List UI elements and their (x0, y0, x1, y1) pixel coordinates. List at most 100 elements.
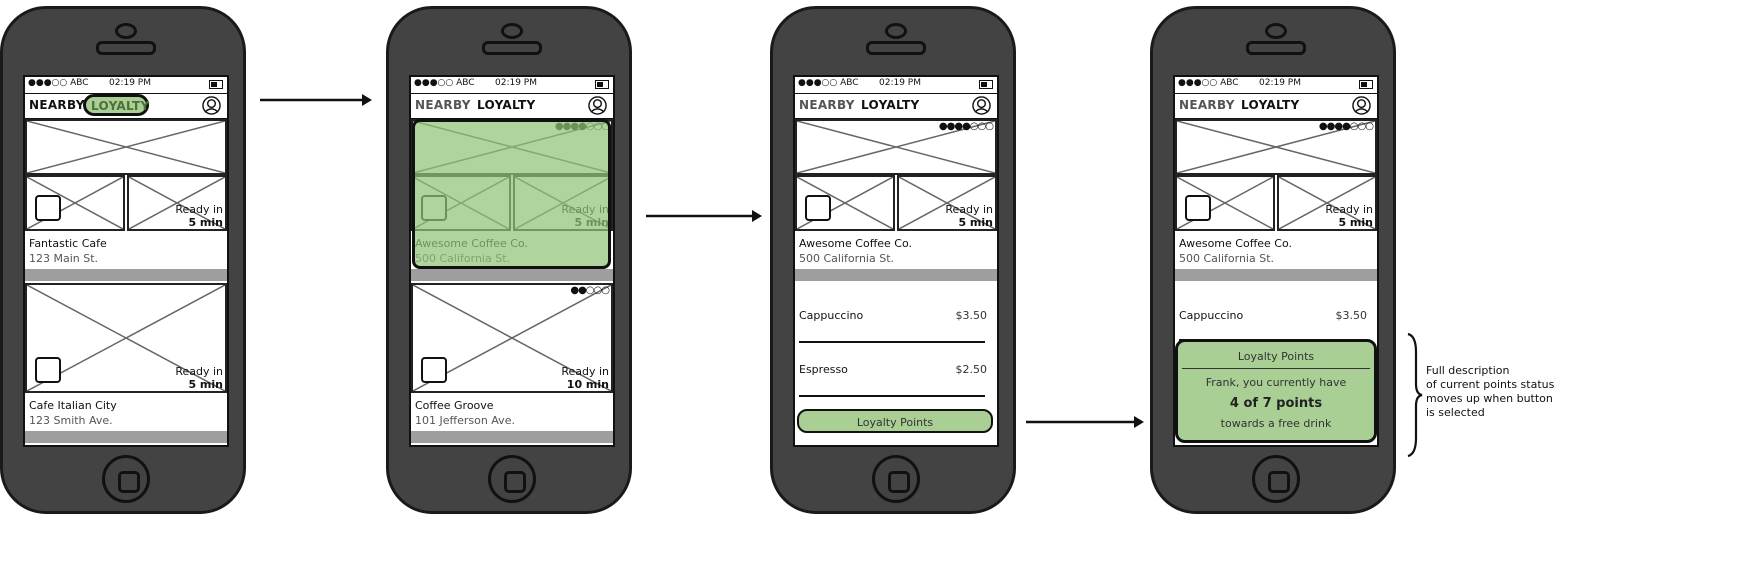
top-navbar: NEARBY LOYALTY (411, 93, 613, 119)
speaker-icon (482, 41, 542, 55)
cafe-address: 500 California St. (1179, 252, 1275, 265)
cafe-address: 123 Main St. (29, 252, 99, 265)
camera-icon (885, 23, 907, 39)
cafe-image-placeholder (25, 175, 125, 231)
loyalty-points-panel[interactable]: Loyalty Points Frank, you currently have… (1175, 339, 1377, 443)
tab-nearby[interactable]: NEARBY (799, 98, 855, 112)
flow-arrow (260, 94, 372, 106)
battery-icon (209, 80, 223, 89)
profile-icon[interactable] (202, 96, 221, 115)
profile-icon[interactable] (972, 96, 991, 115)
divider (1175, 269, 1377, 281)
tab-nearby[interactable]: NEARBY (415, 98, 471, 112)
panel-divider (1182, 368, 1370, 369)
status-time: 02:19 PM (1259, 78, 1301, 88)
curly-brace (1407, 332, 1423, 458)
cafe-logo-box (1185, 195, 1211, 221)
cafe-name[interactable]: Coffee Groove (415, 399, 494, 412)
profile-icon[interactable] (588, 96, 607, 115)
flow-arrow (646, 210, 762, 222)
home-button[interactable] (102, 455, 150, 503)
screen-3: ●●●○○ ABC 02:19 PM NEARBY LOYALTY ●●●●○○… (793, 75, 999, 447)
cafe-image-placeholder (795, 119, 997, 175)
menu-item-name[interactable]: Espresso (799, 363, 848, 376)
cafe-image-placeholder (795, 175, 895, 231)
top-navbar: NEARBY (25, 93, 227, 119)
status-bar: ●●●○○ ABC 02:19 PM (1175, 77, 1377, 91)
cafe-image-placeholder (25, 283, 227, 393)
speaker-icon (866, 41, 926, 55)
divider (795, 269, 997, 281)
menu-divider (799, 341, 985, 343)
home-button[interactable] (872, 455, 920, 503)
home-button[interactable] (488, 455, 536, 503)
selected-cafe-card[interactable] (412, 119, 611, 269)
top-navbar: NEARBY LOYALTY (795, 93, 997, 119)
menu-divider (799, 395, 985, 397)
menu-item-name[interactable]: Cappuccino (1179, 309, 1244, 322)
tab-loyalty[interactable]: LOYALTY (477, 98, 536, 112)
tab-loyalty[interactable]: LOYALTY (91, 99, 150, 113)
tab-loyalty-highlight[interactable] (83, 94, 149, 116)
loyalty-points-count: 4 of 7 points (1229, 396, 1323, 411)
cafe-address: 123 Smith Ave. (29, 414, 113, 427)
screen-4: ●●●○○ ABC 02:19 PM NEARBY LOYALTY ●●●●○○… (1173, 75, 1379, 447)
cafe-address: 101 Jefferson Ave. (415, 414, 515, 427)
divider (25, 431, 227, 443)
status-time: 02:19 PM (495, 78, 537, 88)
divider (411, 431, 613, 443)
tab-loyalty[interactable]: LOYALTY (1241, 98, 1300, 112)
battery-icon (979, 80, 993, 89)
status-time: 02:19 PM (109, 78, 151, 88)
menu-item-price: $3.50 (955, 309, 988, 322)
cafe-logo-box (805, 195, 831, 221)
signal-indicator: ●●●○○ ABC (798, 78, 859, 88)
top-navbar: NEARBY LOYALTY (1175, 93, 1377, 119)
loyalty-points-dots: ●●●●○○○ (938, 121, 994, 132)
speaker-icon (1246, 41, 1306, 55)
phone-3: ●●●○○ ABC 02:19 PM NEARBY LOYALTY ●●●●○○… (770, 6, 1016, 514)
phone-1: ●●●○○ ABC 02:19 PM NEARBY LOYALTY Ready … (0, 6, 246, 514)
cafe-name: Awesome Coffee Co. (1179, 237, 1293, 250)
menu-item-price: $2.50 (955, 363, 988, 376)
camera-icon (501, 23, 523, 39)
cafe-image-placeholder (1277, 175, 1377, 231)
home-button[interactable] (1252, 455, 1300, 503)
tab-nearby[interactable]: NEARBY (29, 98, 85, 112)
status-bar: ●●●○○ ABC 02:19 PM (795, 77, 997, 91)
screen-2: ●●●○○ ABC 02:19 PM NEARBY LOYALTY ●●●●○○… (409, 75, 615, 447)
profile-icon[interactable] (1352, 96, 1371, 115)
speaker-icon (96, 41, 156, 55)
loyalty-panel-line: towards a free drink (1220, 417, 1332, 430)
annotation-note: Full description of current points statu… (1426, 364, 1555, 419)
cafe-logo-box (421, 357, 447, 383)
tab-nearby[interactable]: NEARBY (1179, 98, 1235, 112)
signal-indicator: ●●●○○ ABC (1178, 78, 1239, 88)
loyalty-points-dots: ●●○○○ (570, 285, 610, 296)
menu-item-price: $3.50 (1335, 309, 1368, 322)
phone-4: ●●●○○ ABC 02:19 PM NEARBY LOYALTY ●●●●○○… (1150, 6, 1396, 514)
tab-loyalty[interactable]: LOYALTY (861, 98, 920, 112)
loyalty-panel-line: Frank, you currently have (1205, 376, 1347, 389)
loyalty-points-button[interactable]: Loyalty Points (797, 409, 993, 433)
battery-icon (1359, 80, 1373, 89)
cafe-name[interactable]: Cafe Italian City (29, 399, 117, 412)
phone-2: ●●●○○ ABC 02:19 PM NEARBY LOYALTY ●●●●○○… (386, 6, 632, 514)
divider (411, 269, 613, 281)
status-bar: ●●●○○ ABC 02:19 PM (411, 77, 613, 91)
status-time: 02:19 PM (879, 78, 921, 88)
loyalty-points-dots: ●●●●○○○ (1318, 121, 1374, 132)
cafe-image-placeholder (25, 119, 227, 175)
menu-item-name[interactable]: Cappuccino (799, 309, 864, 322)
battery-icon (595, 80, 609, 89)
signal-indicator: ●●●○○ ABC (414, 78, 475, 88)
camera-icon (1265, 23, 1287, 39)
cafe-logo-box (35, 357, 61, 383)
screen-1: ●●●○○ ABC 02:19 PM NEARBY LOYALTY Ready … (23, 75, 229, 447)
cafe-name[interactable]: Fantastic Cafe (29, 237, 107, 250)
camera-icon (115, 23, 137, 39)
